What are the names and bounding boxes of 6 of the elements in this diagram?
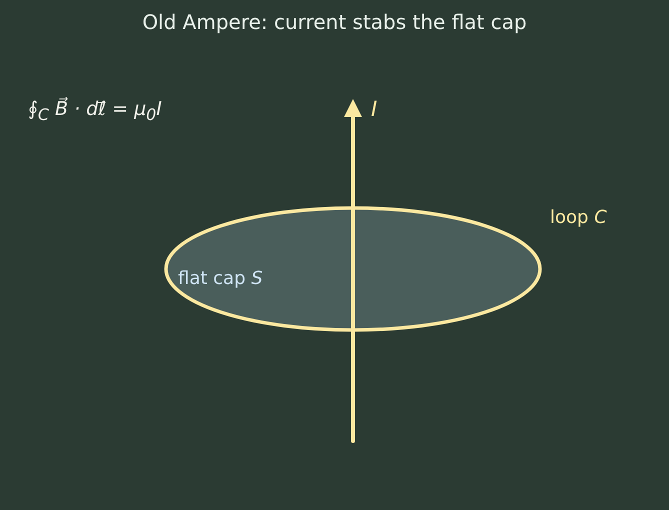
current-label: I [371,97,378,121]
loop-label: loop C [550,207,607,228]
ampere-law-formula: ∮$_{C}$ B⃗ · dℓ⃗ = μ$_{0}$I [28,98,162,124]
diagram-title: Old Ampere: current stabs the flat cap [141,10,528,34]
surface-label: flat cap S [178,268,263,289]
loop-ellipse [164,206,542,332]
